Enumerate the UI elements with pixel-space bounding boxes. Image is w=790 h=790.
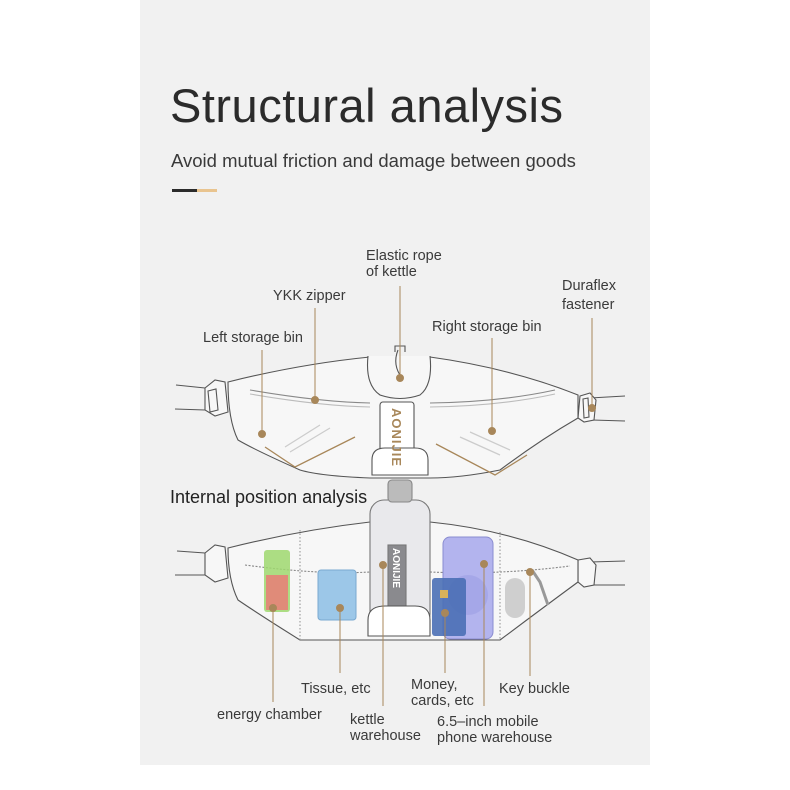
label-right-bin: Right storage bin: [432, 319, 542, 335]
label-tissue: Tissue, etc: [301, 681, 371, 697]
label-left-bin: Left storage bin: [203, 330, 303, 346]
label-phone: 6.5–inch mobile phone warehouse: [437, 714, 552, 746]
marker-dot: [480, 560, 488, 568]
dash-dark: [172, 189, 197, 192]
page-title: Structural analysis: [170, 79, 564, 132]
marker-dot: [336, 604, 344, 612]
label-line: Money,: [411, 677, 458, 693]
marker-dot: [269, 604, 277, 612]
marker-dot: [526, 568, 534, 576]
marker-dot: [379, 561, 387, 569]
key-fob: [505, 578, 525, 618]
tissue-pack: [317, 569, 357, 621]
label-money: Money, cards, etc: [411, 677, 474, 709]
marker-dot: [396, 374, 404, 382]
label-line: warehouse: [350, 728, 421, 744]
marker-dot: [588, 404, 596, 412]
marker-dot: [258, 430, 266, 438]
label-ykk-zipper: YKK zipper: [273, 288, 346, 304]
label-line: of kettle: [366, 264, 417, 280]
label-elastic-rope: Elastic rope of kettle: [366, 248, 442, 280]
label-key: Key buckle: [499, 681, 570, 697]
marker-dot: [311, 396, 319, 404]
marker-dot: [488, 427, 496, 435]
brand-logo-bottom: AONIJIE: [390, 548, 401, 588]
bin-decor-lines: [264, 424, 528, 476]
label-energy: energy chamber: [217, 707, 322, 723]
card: [432, 578, 466, 636]
label-line: fastener: [562, 297, 615, 313]
subtitle: Avoid mutual friction and damage between…: [171, 150, 576, 171]
dash-light: [197, 189, 217, 192]
label-line: 6.5–inch mobile: [437, 714, 539, 730]
marker-dot: [441, 609, 449, 617]
label-line: cards, etc: [411, 693, 474, 709]
label-line: kettle: [350, 712, 385, 728]
label-line: phone warehouse: [437, 730, 553, 746]
section-title-internal: Internal position analysis: [170, 487, 368, 507]
top-leader-lines: [258, 286, 596, 438]
label-line: Duraflex: [562, 278, 616, 294]
label-duraflex: Duraflex fastener: [562, 278, 616, 313]
bottom-leader-lines: [269, 560, 534, 706]
label-kettle: kettle warehouse: [350, 712, 421, 744]
brand-logo-top: AONIJIE: [389, 408, 404, 467]
label-line: Elastic rope: [366, 248, 442, 264]
